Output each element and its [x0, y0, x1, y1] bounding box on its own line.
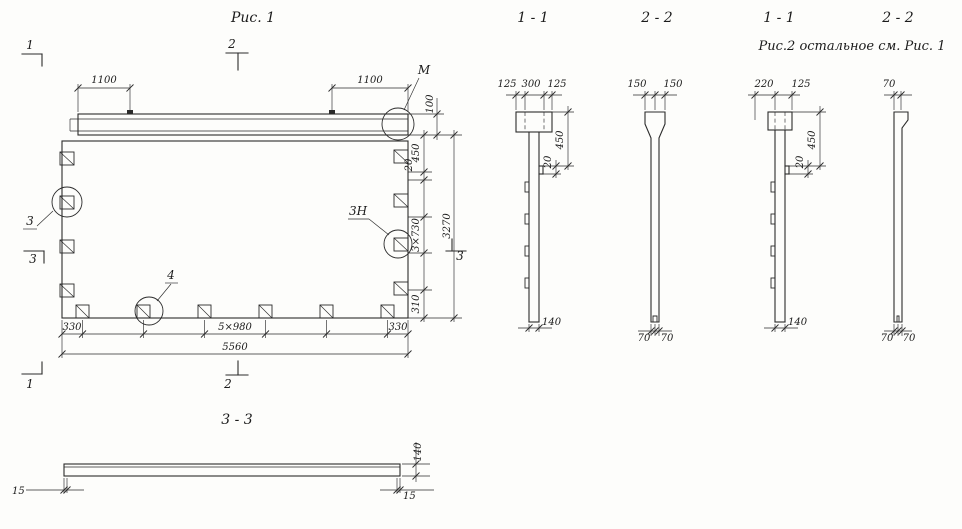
s22a-profile: [644, 111, 666, 323]
s11b-dim-450: 450: [807, 130, 818, 151]
s11a-dim-140: 140: [542, 317, 562, 328]
dim-20-plan: 20: [404, 158, 415, 172]
s11a-dim-450: 450: [555, 130, 566, 151]
callout-label-3: 3: [26, 214, 34, 228]
title-section-11a: 1 - 1: [517, 10, 548, 26]
dim-5560: 5560: [222, 342, 248, 353]
s11b-dim-220: 220: [753, 79, 774, 90]
title-section-33: 3 - 3: [221, 412, 253, 428]
s11b-dim-20: 20: [795, 155, 806, 169]
dim-3x730: 3×730: [411, 217, 422, 251]
s11a-dim-125l: 125: [497, 79, 516, 90]
panel-keys-left: [59, 151, 75, 298]
callout-label-m: М: [417, 63, 431, 77]
dim-310: 310: [411, 294, 422, 314]
plan-view: 3 М 3Н 4 1 1 2 2 3 3: [21, 37, 467, 391]
plan-beam: [69, 110, 409, 136]
detail-circle-3n: [383, 229, 413, 259]
s22b-dim-70r: 70: [903, 333, 916, 344]
s11a-dim-20: 20: [543, 155, 554, 169]
s11b-dims: 220 125 450 20 140: [748, 79, 826, 332]
panel-keys-bottom: [75, 304, 395, 319]
plan-dims-top: 1100 1100: [74, 75, 412, 114]
section-22b-view: 70 70 70: [881, 79, 916, 344]
dim-330-left: 330: [62, 322, 82, 333]
dim-1100-right: 1100: [357, 75, 383, 86]
cut-marker-1-top: 1: [26, 38, 34, 52]
detail-circle-3: [51, 186, 83, 218]
s22a-dim-70r: 70: [661, 333, 674, 344]
detail-callouts: 3 М 3Н 4: [23, 63, 431, 326]
detail-circle-m: [381, 107, 415, 141]
s11a-dim-125r: 125: [547, 79, 566, 90]
plan-dims-right: 100 450 20 3×730 310 3270: [404, 94, 462, 322]
cut-marker-2-top: 2: [227, 37, 236, 51]
s11b-dim-125: 125: [791, 79, 810, 90]
s22b-dim-70t: 70: [883, 79, 896, 90]
section-11b-view: 220 125 450 20 140: [748, 79, 826, 332]
dim-450-plan: 450: [411, 143, 422, 164]
s33-slab: [63, 463, 401, 477]
dim-1100-left: 1100: [91, 75, 117, 86]
cut-marker-1-bottom: 1: [26, 377, 34, 391]
plan-panel: [59, 140, 409, 319]
callout-label-4: 4: [166, 268, 175, 282]
s11b-dim-140: 140: [788, 317, 808, 328]
detail-circle-4: [134, 296, 164, 326]
cut-marker-3-left: 3: [29, 252, 37, 266]
section-33-view: 3 - 3 15 15 140: [12, 412, 434, 502]
section-cut-markers: 1 1 2 2 3 3: [21, 37, 467, 391]
callout-label-3n: 3Н: [349, 204, 368, 218]
dim-100: 100: [425, 94, 436, 114]
cut-marker-2-bottom: 2: [223, 377, 232, 391]
s33-dim-140: 140: [413, 442, 424, 462]
s33-dim-15r: 15: [403, 491, 416, 502]
s33-dims: 15 15 140: [12, 442, 434, 502]
s11a-head: [515, 111, 553, 133]
panel-outline: [61, 140, 409, 319]
dim-5x980: 5×980: [218, 322, 252, 333]
title-section-11b: 1 - 1: [763, 10, 794, 26]
dim-330-right: 330: [388, 322, 408, 333]
beam-outline: [77, 113, 409, 136]
s22a-dim-70l: 70: [638, 333, 651, 344]
s22a-dim-150r: 150: [663, 79, 683, 90]
s22b-dims: 70 70 70: [881, 79, 916, 344]
section-11a-view: 125 300 125 450 20 140: [497, 79, 574, 332]
note-fig2: Рис.2 остальное см. Рис. 1: [758, 39, 946, 54]
title-section-22a: 2 - 2: [640, 10, 673, 26]
s33-dim-15l: 15: [12, 486, 25, 497]
title-fig1: Рис. 1: [230, 10, 275, 26]
s11a-dims: 125 300 125 450 20 140: [497, 79, 574, 332]
plan-dims-bottom: 330 5×980 330 5560: [58, 320, 412, 358]
view-titles: Рис. 1 1 - 1 2 - 2 1 - 1 2 - 2 Рис.2 ост…: [230, 10, 946, 54]
s22b-dim-70l: 70: [881, 333, 894, 344]
s11a-dim-300: 300: [521, 79, 541, 90]
s22a-dim-150l: 150: [627, 79, 647, 90]
s22b-profile: [893, 111, 909, 323]
cut-marker-3-right: 3: [456, 249, 464, 263]
section-22a-view: 150 150 70 70: [627, 79, 683, 344]
panel-keys-right: [393, 149, 409, 296]
dim-3270: 3270: [442, 213, 453, 239]
s11b-head: [767, 111, 793, 131]
s22a-dims: 150 150 70 70: [627, 79, 683, 344]
title-section-22b: 2 - 2: [881, 10, 914, 26]
